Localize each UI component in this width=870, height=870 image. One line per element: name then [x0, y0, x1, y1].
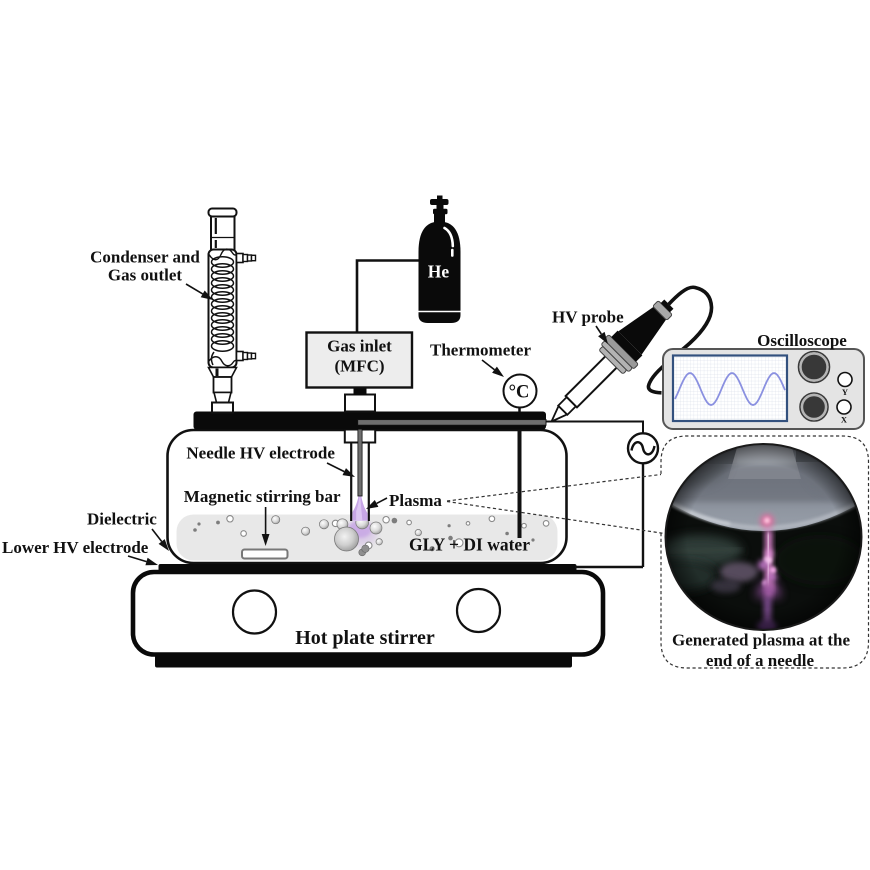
svg-text:Oscilloscope: Oscilloscope: [757, 331, 847, 350]
svg-text:Gas inlet: Gas inlet: [327, 337, 392, 356]
svg-text:Lower HV electrode: Lower HV electrode: [2, 538, 149, 557]
svg-text:Condenser and: Condenser and: [90, 248, 200, 267]
svg-text:Gas outlet: Gas outlet: [108, 266, 182, 285]
svg-text:Plasma: Plasma: [389, 491, 442, 510]
svg-text:X: X: [841, 415, 848, 425]
svg-text:Generated plasma at the: Generated plasma at the: [672, 631, 850, 650]
svg-text:He: He: [428, 262, 450, 282]
svg-text:Magnetic stirring bar: Magnetic stirring bar: [184, 487, 341, 506]
svg-text:end of a needle: end of a needle: [706, 651, 815, 670]
svg-text:Needle HV electrode: Needle HV electrode: [186, 444, 335, 463]
svg-text:Thermometer: Thermometer: [430, 341, 531, 360]
svg-text:Y: Y: [842, 387, 848, 397]
svg-text:°C: °C: [509, 383, 530, 403]
svg-text:Dielectric: Dielectric: [87, 510, 157, 529]
svg-text:Hot plate stirrer: Hot plate stirrer: [295, 627, 435, 649]
svg-text:HV probe: HV probe: [552, 308, 624, 327]
svg-text:(MFC): (MFC): [334, 357, 384, 376]
svg-text:GLY + DI water: GLY + DI water: [409, 535, 530, 555]
